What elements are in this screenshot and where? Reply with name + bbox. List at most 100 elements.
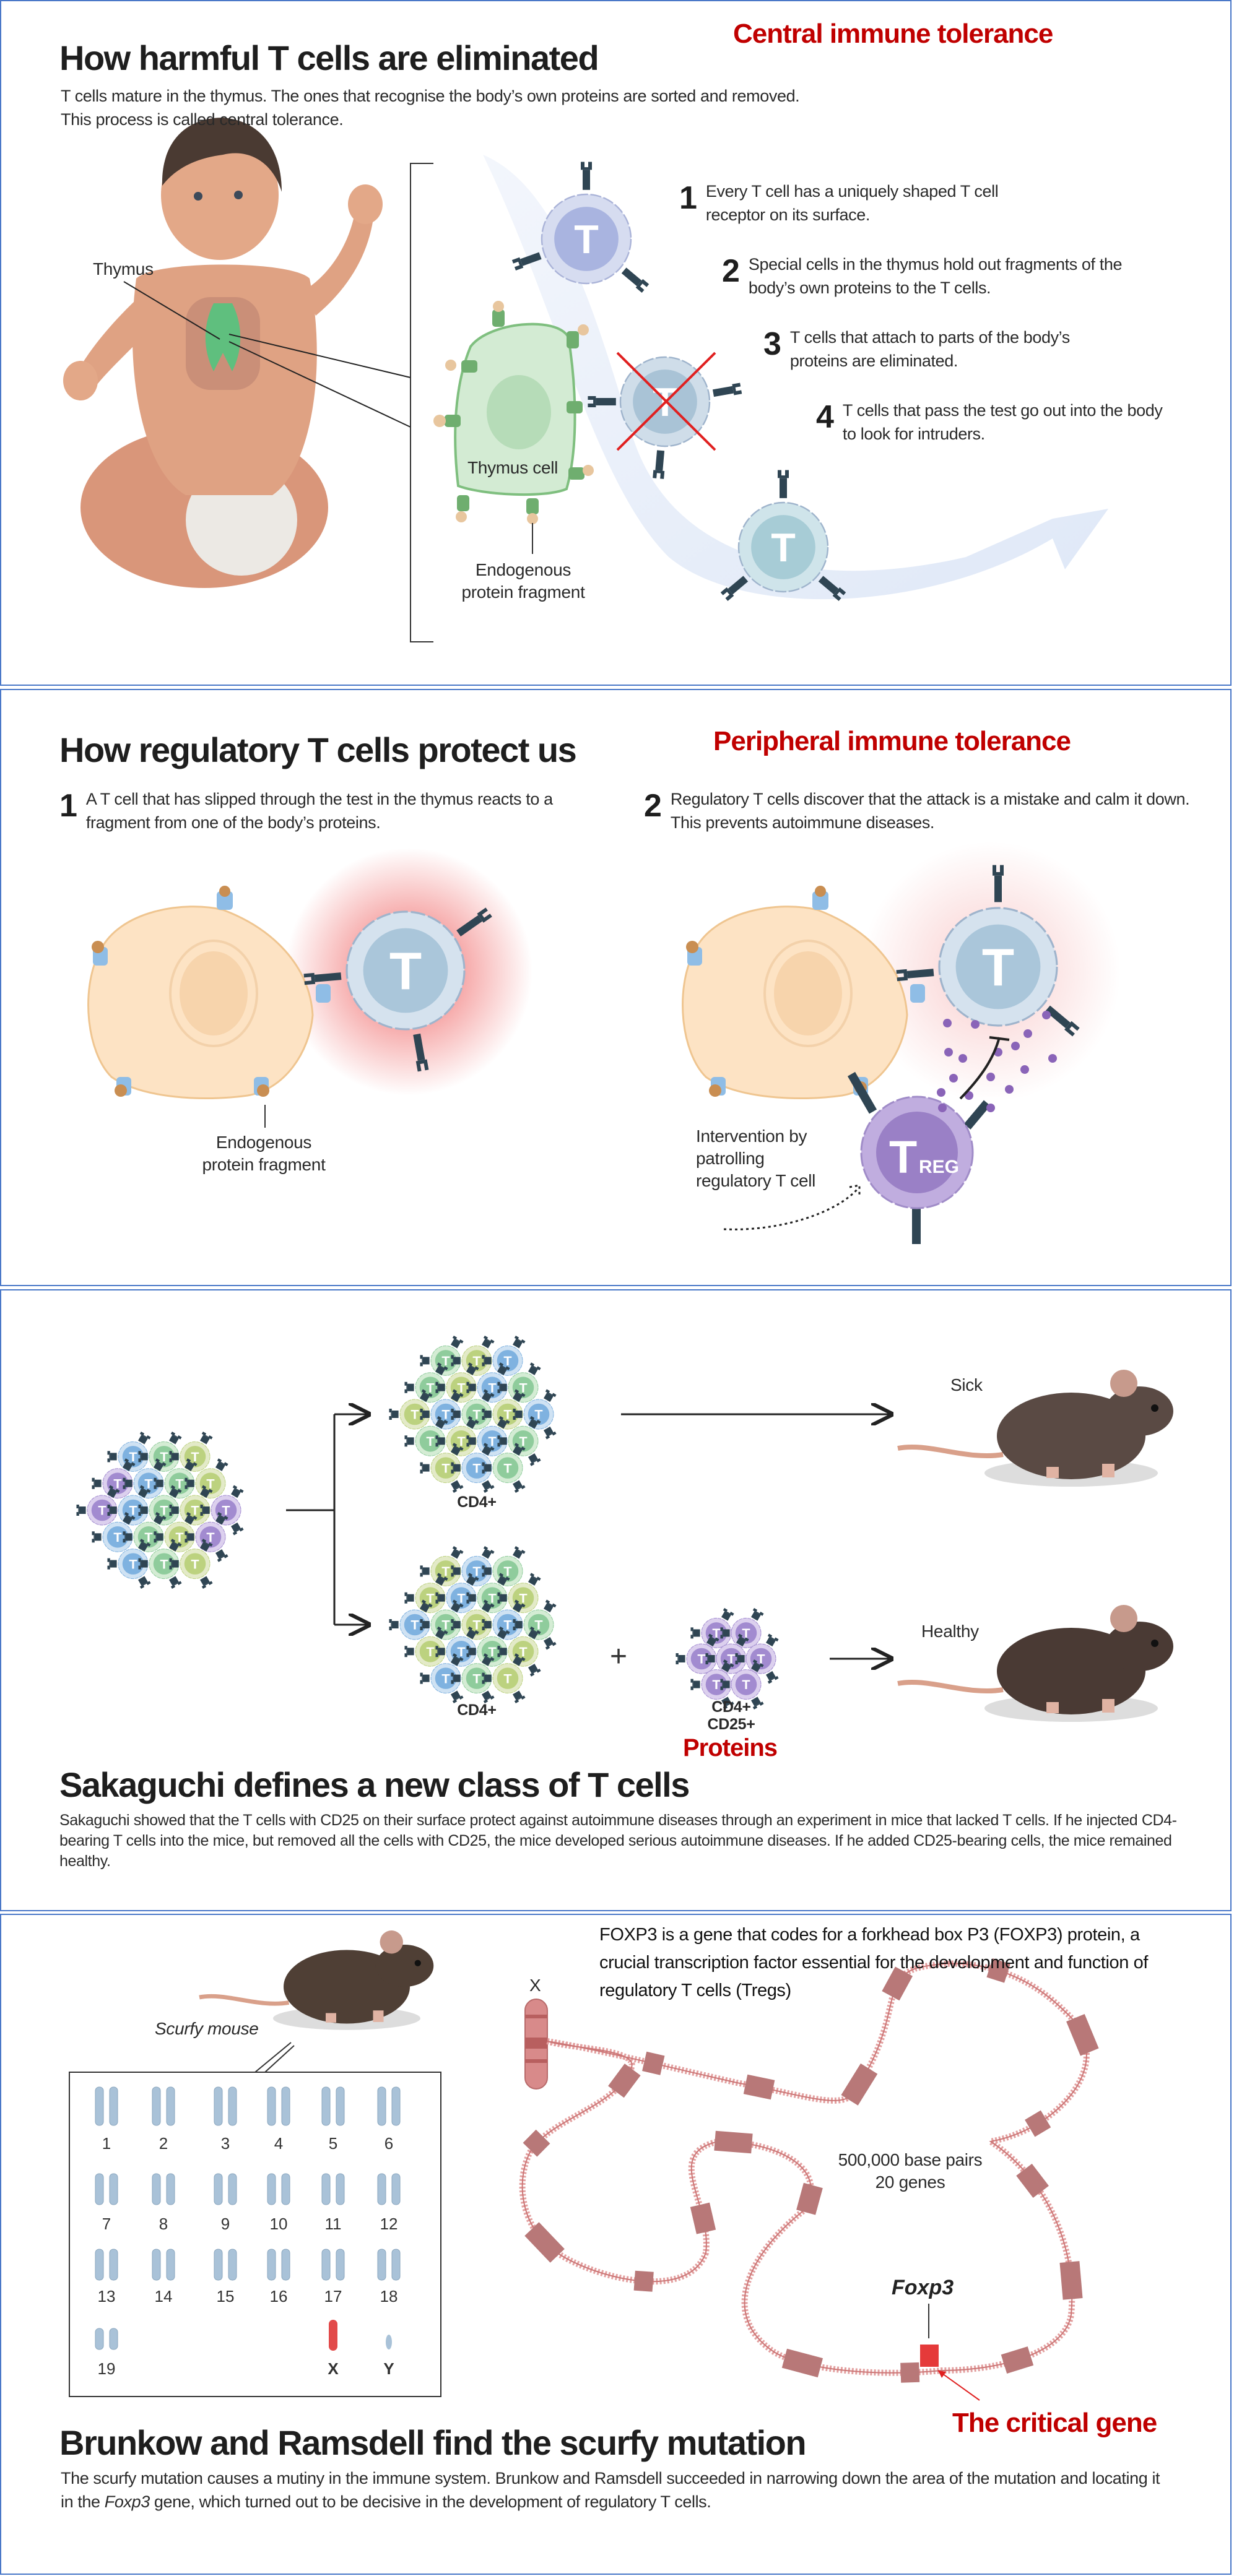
receptor-icon [185, 1477, 194, 1489]
t-cell-letter: T [426, 1644, 434, 1659]
receptor-icon [497, 1626, 510, 1640]
fragment-label-line: protein fragment [202, 1155, 326, 1174]
cytokine-dot [1011, 1042, 1020, 1050]
genes-count-label: 20 genes [875, 2172, 945, 2192]
receptor-icon [721, 1659, 734, 1672]
receptor-icon [778, 470, 789, 498]
receptor-icon [169, 1576, 182, 1589]
step-text: Every T cell has a uniquely shaped T cel… [705, 182, 999, 224]
t-cell-letter: T [697, 1651, 705, 1667]
t-cell-letter: T [712, 1677, 720, 1692]
receptor-icon [215, 1549, 228, 1562]
chromosome-label: 9 [220, 2215, 230, 2233]
receptor-icon [513, 1545, 526, 1559]
branch-arrows [286, 1414, 892, 1659]
receptor-icon [435, 1416, 448, 1429]
cytokine-dot [1048, 1054, 1057, 1063]
receptor-icon [690, 1679, 700, 1690]
t-cell-letter: T [472, 1353, 480, 1368]
receptor-icon [482, 1653, 495, 1666]
chromosome-pair [377, 2086, 401, 2126]
cytokine-dot [944, 1048, 953, 1057]
section-scurfy [0, 1914, 1232, 2575]
base-pairs-label: 500,000 base pairs [838, 2150, 983, 2169]
t-cell: T [497, 1416, 541, 1466]
gene-block [633, 2270, 654, 2292]
gene-block [986, 1958, 1010, 1983]
chromosome-label: Y [383, 2359, 394, 2378]
receptor-icon [451, 1690, 464, 1704]
page-title: How harmful T cells are eliminated [59, 38, 599, 77]
step-number: 3 [763, 326, 781, 362]
receptor-icon [92, 1531, 102, 1543]
t-cell: T [123, 1458, 167, 1509]
receptor-icon [581, 162, 592, 190]
receptor-icon [720, 1679, 730, 1690]
t-cell-letter: T [503, 1353, 511, 1368]
cd25-label-line: CD25+ [707, 1716, 755, 1733]
t-cell: T [720, 470, 846, 601]
t-cell-letter: T [472, 1407, 480, 1422]
receptor-icon [588, 396, 616, 407]
chromosome-pair [267, 2249, 290, 2281]
t-cell-letter: T [441, 1353, 450, 1368]
intervention-line: patrolling [696, 1149, 765, 1168]
t-cell: T [735, 1633, 779, 1684]
chromosome-pair [329, 2320, 337, 2351]
receptor-icon [482, 1462, 492, 1474]
sick-mouse [897, 1370, 1173, 1487]
step-text: T cells that pass the test go out into t… [842, 401, 1163, 443]
t-cell-letter: T [488, 1380, 496, 1395]
t-cell-letter: T [160, 1556, 168, 1571]
t-cell-letter: T [727, 1651, 735, 1667]
receptor-icon [993, 865, 1004, 902]
receptor-icon [676, 1653, 685, 1664]
t-cell-letter: T [712, 1625, 720, 1641]
chromosome-label: 2 [159, 2134, 168, 2153]
chromosome-label: 18 [380, 2287, 398, 2306]
receptor-icon [690, 1627, 700, 1639]
receptor-icon [169, 1485, 182, 1498]
chromosome-label: 13 [97, 2287, 116, 2306]
receptor-icon [720, 576, 749, 601]
receptor-icon [482, 1545, 495, 1559]
receptor-icon [513, 1335, 526, 1349]
t-cell-letter: T [503, 1617, 511, 1633]
chromosome-label: X [328, 2359, 339, 2378]
plus-sign: + [610, 1640, 628, 1673]
chromosome-pair [152, 2086, 175, 2126]
t-cell-letter: T [129, 1449, 137, 1464]
t-cell-letter: T [389, 942, 422, 1001]
chromosome-label: 12 [380, 2215, 398, 2233]
receptor-icon [466, 1416, 479, 1429]
gene-block [524, 2222, 565, 2263]
t-cell-letter: T [160, 1503, 168, 1518]
dna-loop [519, 1960, 1090, 2376]
t-cell: T [404, 1626, 448, 1677]
receptor-icon [138, 1505, 148, 1516]
gene-block [714, 2130, 753, 2154]
section-tag: Central immune tolerance [733, 19, 1053, 49]
gene-block [608, 2064, 641, 2098]
receptor-icon [482, 1355, 492, 1367]
receptor-icon [451, 1545, 464, 1559]
healthy-label: Healthy [921, 1622, 979, 1641]
t-cell: T [482, 1443, 526, 1493]
t-cell-letter: T [160, 1449, 168, 1464]
bracket [410, 163, 433, 642]
t-cell-letter: T [488, 1433, 496, 1449]
gene-name: Foxp3 [104, 2492, 150, 2511]
step-number: 1 [59, 788, 77, 824]
receptor-icon [466, 1435, 476, 1447]
chromosome-pair [377, 2173, 401, 2205]
receptor-icon [451, 1462, 461, 1474]
receptor-icon [404, 1435, 414, 1447]
receptor-icon [451, 1599, 464, 1613]
receptor-icon [123, 1511, 136, 1525]
receptor-icon [466, 1573, 479, 1586]
t-cell-letter: T [457, 1644, 465, 1659]
receptor-icon [107, 1451, 117, 1463]
receptor-icon [169, 1539, 182, 1552]
gene-block [900, 2362, 920, 2383]
